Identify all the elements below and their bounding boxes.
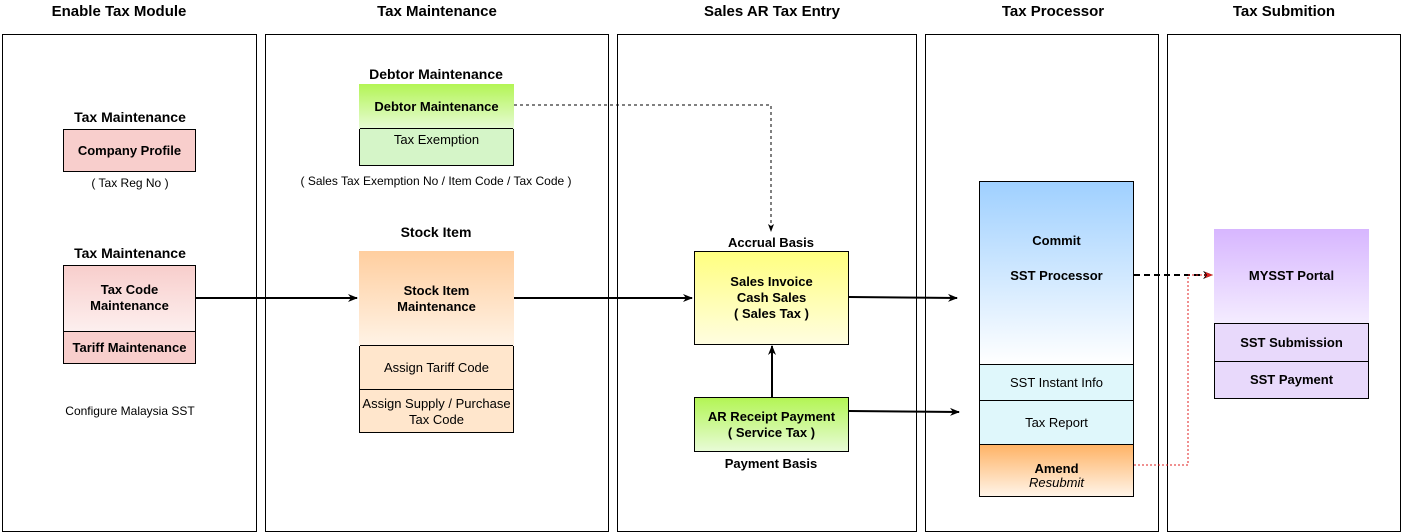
tax-report-box[interactable]: Tax Report: [980, 400, 1133, 444]
mysst-portal-box[interactable]: MYSST Portal: [1214, 229, 1369, 323]
lane-title-sales-ar-tax-entry: Sales AR Tax Entry: [704, 3, 840, 20]
tax-reg-note: ( Tax Reg No ): [91, 176, 169, 190]
sales-invoice-line-2: Cash Sales: [736, 290, 807, 305]
sales-invoice-line-1: Sales Invoice: [730, 274, 813, 289]
stock-item-group: Stock Item Maintenance Assign Tariff Cod…: [359, 251, 514, 433]
ar-receipt-line-1: AR Receipt Payment: [707, 408, 836, 424]
debtor-maintenance-title: Debtor Maintenance: [369, 66, 503, 82]
payment-basis-label: Payment Basis: [724, 456, 818, 471]
sst-submission-box[interactable]: SST Submission: [1215, 323, 1368, 361]
tax-code-maintenance-box[interactable]: Tax Code Maintenance: [90, 282, 169, 313]
arrow-sales-invoice-to-processor: [848, 293, 958, 302]
mysst-portal-group: MYSST Portal SST Submission SST Payment: [1214, 229, 1369, 399]
lane-title-tax-maintenance: Tax Maintenance: [377, 3, 497, 20]
accrual-basis-label: Accrual Basis: [728, 235, 814, 250]
exemption-note: ( Sales Tax Exemption No / Item Code / T…: [300, 174, 572, 188]
sst-processor-label: SST Processor: [1010, 268, 1103, 283]
commit-label: Commit: [1032, 233, 1081, 248]
assign-supply-purchase-tax-code-box[interactable]: Assign Supply / Purchase Tax Code: [360, 389, 513, 433]
ar-receipt-line-2: ( Service Tax ): [727, 424, 816, 440]
sst-processor-group: Commit SST Processor SST Instant Info Ta…: [979, 181, 1134, 497]
stock-item-maintenance-box[interactable]: Stock Item Maintenance: [359, 251, 514, 346]
tariff-maintenance-box[interactable]: Tariff Maintenance: [64, 331, 195, 363]
ar-receipt-payment-box[interactable]: AR Receipt Payment ( Service Tax ): [694, 397, 849, 452]
arrow-ar-receipt-to-processor: [848, 407, 960, 416]
sales-invoice-line-3: ( Sales Tax ): [734, 306, 809, 321]
configure-sst-note: Configure Malaysia SST: [65, 404, 195, 418]
tax-code-group: Tax Code Maintenance Tariff Maintenance: [63, 265, 196, 364]
arrow-debtor-to-sales-invoice: [514, 104, 774, 232]
amend-box[interactable]: Amend Resubmit: [980, 444, 1133, 496]
sst-processor-box[interactable]: Commit SST Processor: [980, 182, 1133, 364]
group-title-tax-maintenance-1: Tax Maintenance: [74, 109, 186, 125]
company-profile-box[interactable]: Company Profile: [63, 129, 196, 172]
lane-title-tax-processor: Tax Processor: [1001, 3, 1105, 20]
group-title-tax-maintenance-2: Tax Maintenance: [74, 245, 186, 261]
sst-instant-info-box[interactable]: SST Instant Info: [980, 364, 1133, 400]
sst-payment-box[interactable]: SST Payment: [1215, 361, 1368, 398]
sales-invoice-box[interactable]: Sales Invoice Cash Sales ( Sales Tax ): [694, 251, 849, 345]
debtor-group: Debtor Maintenance Tax Exemption: [359, 84, 514, 166]
assign-tariff-code-box[interactable]: Assign Tariff Code: [360, 345, 513, 389]
lane-title-enable-tax-module: Enable Tax Module: [51, 3, 187, 20]
debtor-maintenance-box[interactable]: Debtor Maintenance: [359, 84, 514, 129]
tax-exemption-box[interactable]: Tax Exemption: [360, 128, 513, 152]
resubmit-label: Resubmit: [1029, 475, 1084, 490]
arrow-amend-to-portal: [1134, 272, 1213, 466]
stock-item-title: Stock Item: [400, 224, 472, 240]
amend-label: Amend: [1034, 461, 1079, 476]
lane-title-tax-submition: Tax Submition: [1232, 3, 1336, 20]
